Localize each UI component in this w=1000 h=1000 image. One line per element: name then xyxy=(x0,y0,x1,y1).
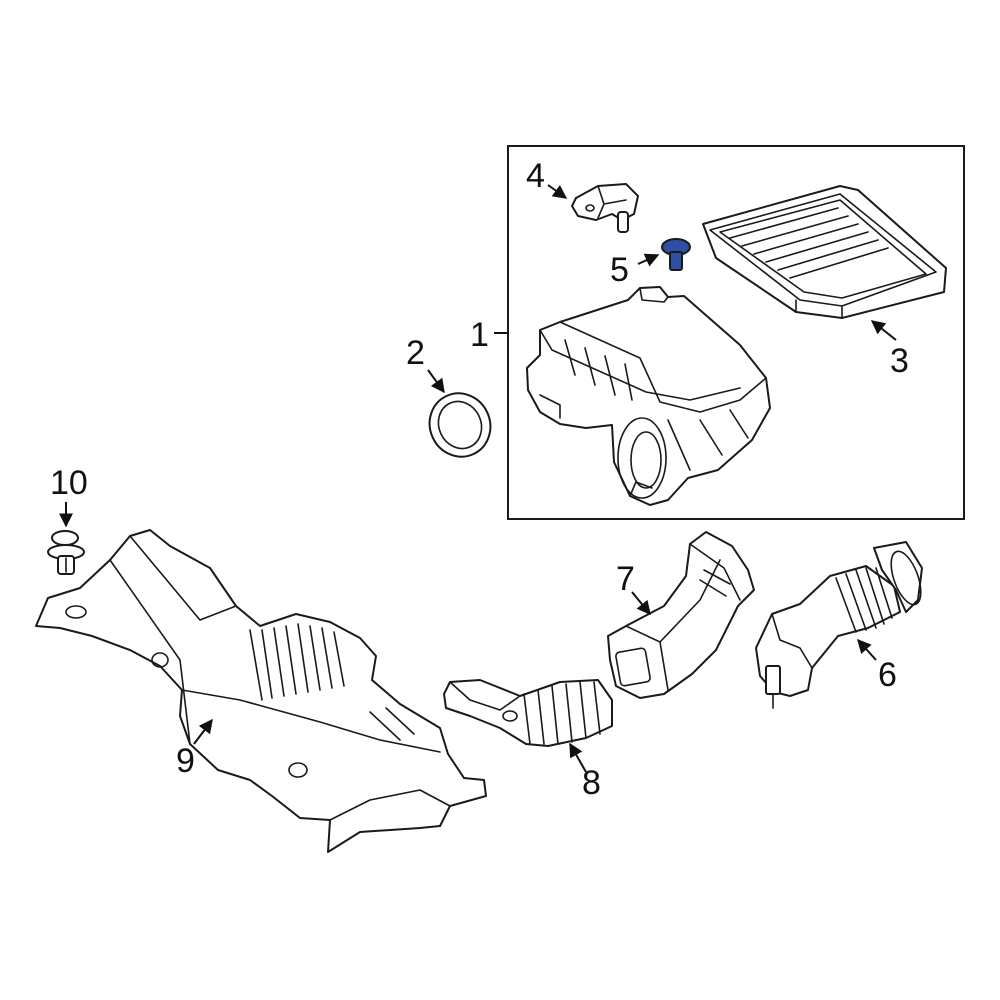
bolt-shank xyxy=(669,251,683,271)
part-4-sensor[interactable] xyxy=(571,183,639,233)
callout-3: 3 xyxy=(890,342,909,380)
callout-8: 8 xyxy=(582,764,601,802)
leader-6 xyxy=(857,638,877,661)
callout-4: 4 xyxy=(526,157,545,195)
callout-7: 7 xyxy=(616,560,635,598)
callout-5: 5 xyxy=(610,251,629,289)
part-2-seal[interactable] xyxy=(419,383,500,466)
part-3-filter-element[interactable] xyxy=(702,185,947,319)
leader-8 xyxy=(569,742,587,773)
leader-2 xyxy=(427,369,445,394)
callout-10: 10 xyxy=(50,464,88,502)
leader-7 xyxy=(631,591,651,616)
leader-3 xyxy=(870,320,897,341)
part-5-bolt[interactable] xyxy=(661,238,691,271)
leader-9 xyxy=(193,718,213,745)
part-9-intake-resonator[interactable] xyxy=(35,529,487,853)
callout-9: 9 xyxy=(176,742,195,780)
leader-5 xyxy=(637,253,660,267)
part-7-curved-duct[interactable] xyxy=(607,531,755,699)
part-6-intake-duct[interactable] xyxy=(755,541,927,709)
part-1-air-cleaner-housing[interactable] xyxy=(526,286,771,506)
part-10-clip[interactable] xyxy=(47,530,85,575)
callout-6: 6 xyxy=(878,656,897,694)
callout-2: 2 xyxy=(406,334,425,372)
part-8-bellows-hose[interactable] xyxy=(443,679,613,747)
callout-1: 1 xyxy=(470,316,489,354)
leader-4 xyxy=(547,184,568,199)
